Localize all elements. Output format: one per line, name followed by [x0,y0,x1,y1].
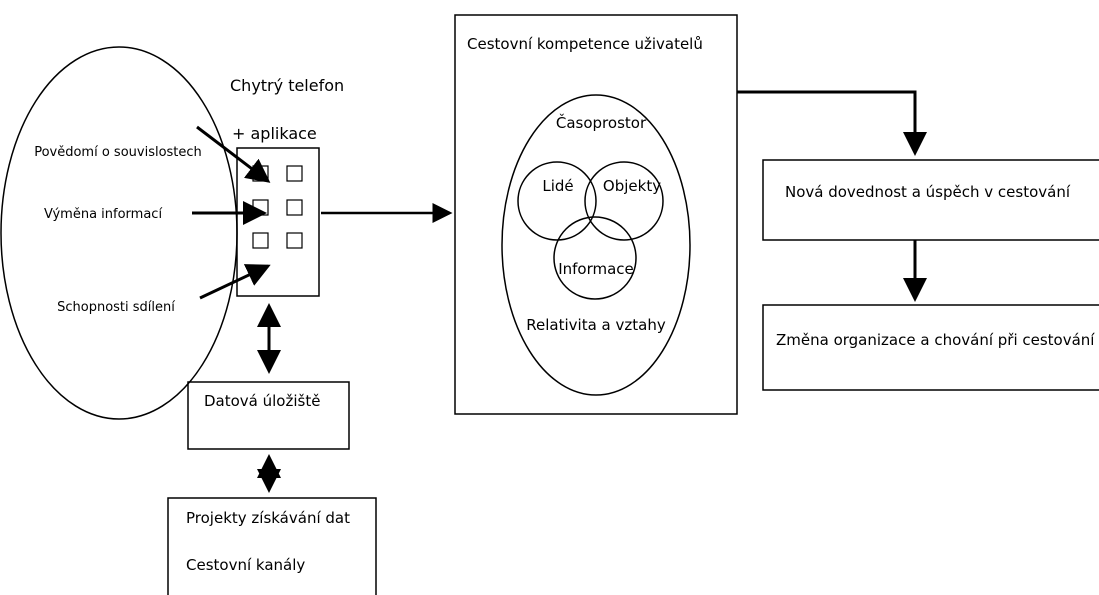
smartphone-title: Chytrý telefon [230,76,345,95]
data-projects-label: Projekty získávání dat [186,509,350,527]
data-store-box [187,381,350,450]
relations-label: Relativita a vztahy [526,316,666,334]
app-icon [252,232,269,249]
awareness-label: Povědomí o souvislostech [34,145,202,160]
smartphone-subtitle: + aplikace [232,124,317,143]
information-label: Informace [558,260,634,278]
people-circle [517,161,597,241]
data-projects-box [167,497,377,595]
skill-box [762,159,1099,241]
objects-circle [584,161,664,241]
objects-label: Objekty [602,177,662,195]
app-icon [286,165,303,182]
new-skill-label: Nová dovednost a úspěch v cestování [785,183,1070,201]
app-icons-grid [252,165,303,249]
arrow-sharing-to-phone [199,264,271,300]
change-box [762,304,1099,391]
competence-title: Cestovní kompetence uživatelů [467,35,703,53]
competence-box [454,14,738,415]
sharing-abilities-label: Schopnosti sdílení [57,300,175,315]
arrow-competence-to-skill [737,90,927,156]
arrow-awareness-to-phone [196,125,271,183]
smartphone-shape [236,147,320,297]
capabilities-ellipse [0,46,238,420]
travel-channels-label: Cestovní kanály [186,556,306,574]
app-icon [286,199,303,216]
competence-ellipse [501,94,691,396]
information-exchange-label: Výměna informací [43,207,163,222]
data-store-label: Datová úložiště [204,392,321,410]
app-icon [286,232,303,249]
information-circle [553,216,637,300]
time-space-label: Časoprostor [555,114,647,132]
people-label: Lidé [542,177,574,195]
behaviour-change-label: Změna organizace a chování při cestování [776,331,1095,349]
